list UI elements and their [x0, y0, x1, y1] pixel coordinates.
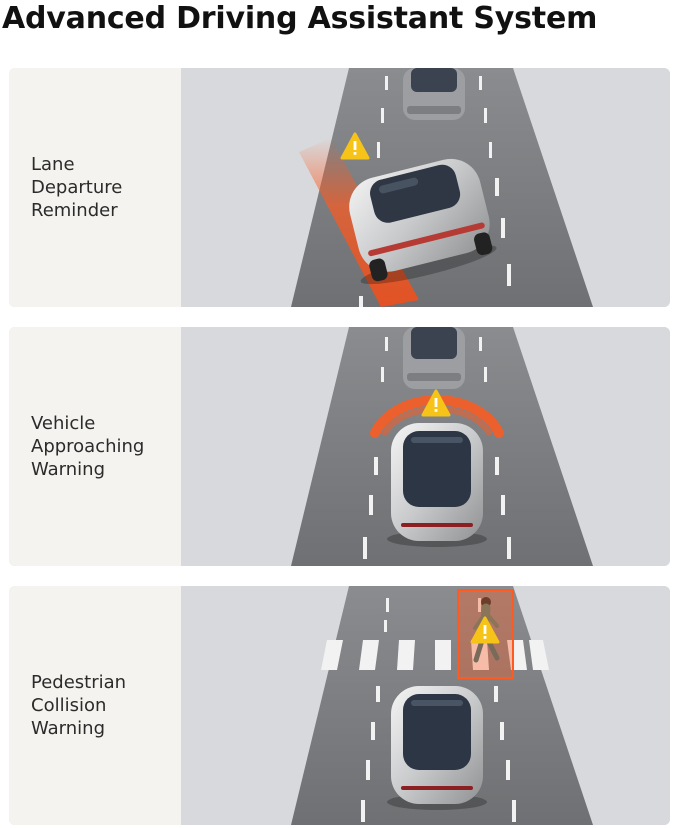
road-scene [291, 586, 593, 825]
feature-label: Pedestrian Collision Warning [31, 586, 181, 825]
feature-label-line: Warning [31, 718, 106, 739]
feature-label-line: Vehicle [31, 413, 96, 434]
road-scene [291, 327, 593, 566]
warning-triangle-icon [340, 132, 370, 160]
car-ahead [403, 68, 465, 120]
feature-panel-lane-departure: Lane Departure Reminder [9, 68, 670, 307]
feature-label: Vehicle Approaching Warning [31, 327, 181, 566]
ego-car [387, 423, 487, 547]
feature-label-line: Approaching [31, 436, 145, 457]
feature-label-cell: Pedestrian Collision Warning [9, 586, 181, 825]
feature-label-cell: Vehicle Approaching Warning [9, 327, 181, 566]
feature-label-line: Departure [31, 177, 123, 198]
warning-triangle-icon [421, 389, 451, 417]
lane-departure-illustration [181, 68, 670, 307]
lane-markings [359, 76, 511, 307]
feature-label: Lane Departure Reminder [31, 68, 181, 307]
page-title: Advanced Driving Assistant System [2, 1, 598, 36]
car-ahead [403, 327, 465, 389]
road-scene [291, 68, 593, 307]
feature-label-line: Pedestrian [31, 672, 127, 693]
car-departing [349, 158, 497, 285]
vehicle-approaching-illustration [181, 327, 670, 566]
ego-car [387, 686, 487, 810]
feature-label-cell: Lane Departure Reminder [9, 68, 181, 307]
pedestrian-collision-illustration [181, 586, 670, 825]
feature-panel-vehicle-approaching: Vehicle Approaching Warning [9, 327, 670, 566]
warning-triangle-icon [470, 616, 500, 644]
lane-markings [363, 337, 511, 559]
feature-label-line: Lane [31, 154, 75, 175]
feature-panel-pedestrian-collision: Pedestrian Collision Warning [9, 586, 670, 825]
feature-label-line: Collision [31, 695, 107, 716]
feature-label-line: Reminder [31, 200, 118, 221]
feature-label-line: Warning [31, 459, 106, 480]
